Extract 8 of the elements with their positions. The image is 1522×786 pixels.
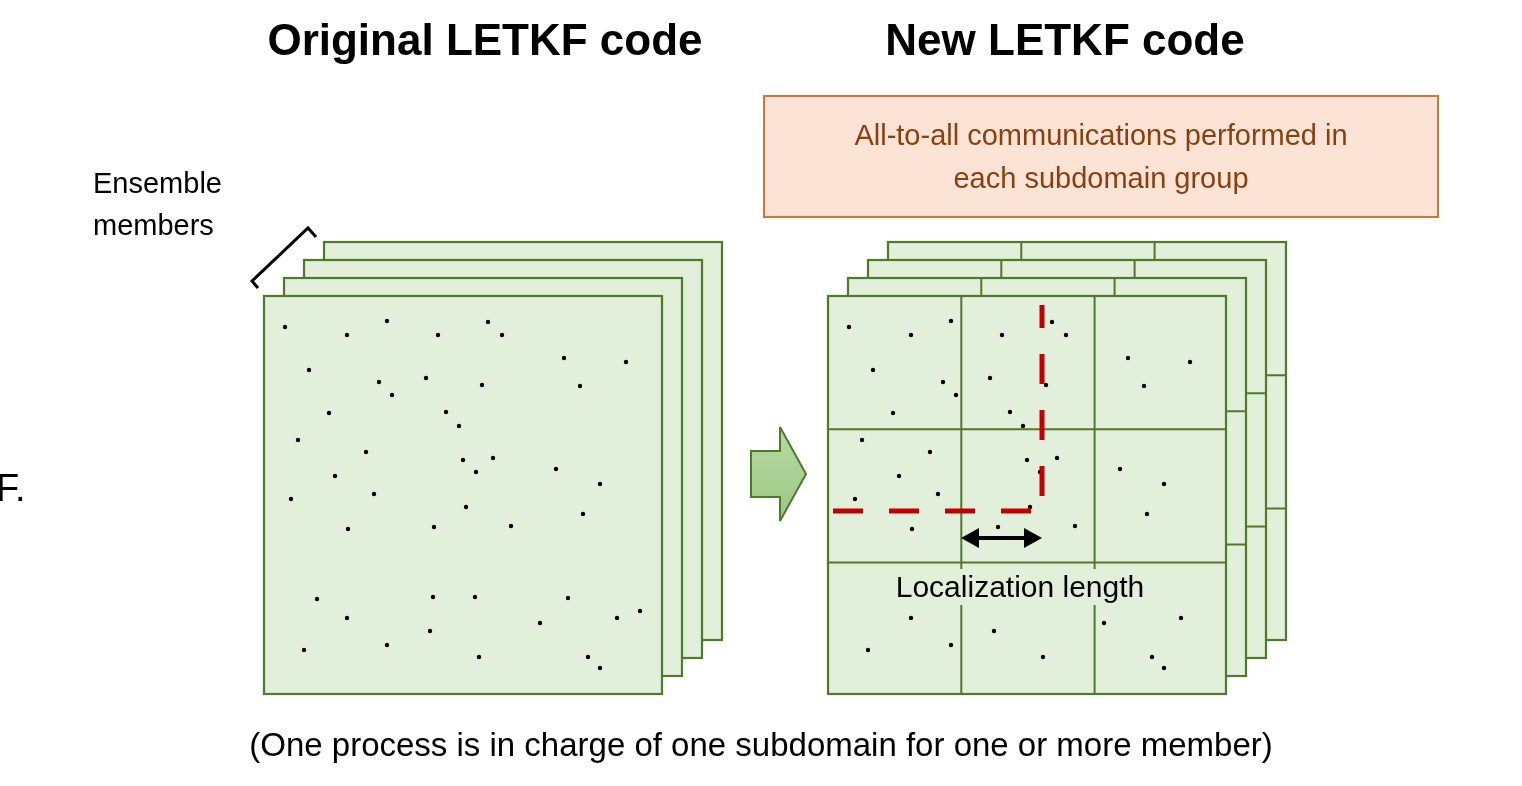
caption: (One process is in charge of one subdomain for one or more member) <box>249 726 1273 764</box>
callout-box: All-to-all communications performed in each subdomain group <box>763 95 1439 218</box>
annotation-label: Ensemble members <box>93 166 223 244</box>
sheet-stack <box>263 241 724 695</box>
gridded-sheet-stack <box>827 241 1288 695</box>
column-heading: New LETKF code <box>885 14 1245 66</box>
block-arrow <box>750 426 808 522</box>
column-heading: Original LETKF code <box>267 14 703 66</box>
